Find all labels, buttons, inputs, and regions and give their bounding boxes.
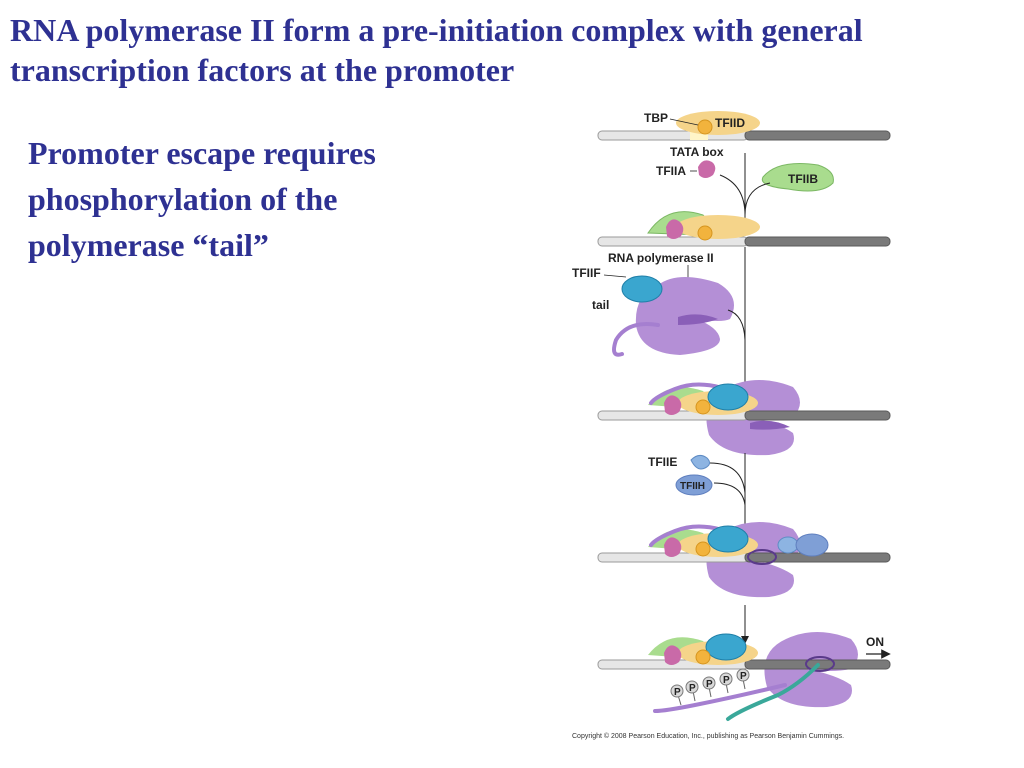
tfiia-label: TFIIA: [656, 164, 686, 178]
tfiih-label: TFIIH: [680, 481, 705, 492]
tfiib-protein-1: [761, 163, 834, 192]
stage-1-tfiid-binding: TBP TFIID TATA box TFIIA TFIIB: [597, 111, 891, 231]
tbp-ball-4: [695, 541, 711, 557]
tfiif-protein-2: [707, 383, 749, 411]
tfiia-protein-5: [664, 645, 682, 665]
tfiie-protein-2: [777, 536, 799, 554]
tfiid-label: TFIID: [715, 116, 745, 130]
dna-bubble-5: [805, 656, 835, 672]
phosphate-circle: [719, 672, 733, 686]
tbp-ball-3: [695, 399, 711, 415]
phosphate-label: P: [689, 683, 696, 694]
tfiif-leader-line: [603, 274, 627, 278]
dna-strand-1-dark: [744, 130, 891, 141]
merge-arrow-1b: [744, 182, 771, 216]
tfiif-protein-4: [705, 633, 747, 661]
phosphate-label: P: [674, 687, 681, 698]
tata-box-region-1: [690, 131, 708, 140]
polymerase-tail-1: [612, 322, 660, 357]
phosphate-circle: [670, 684, 684, 698]
tfiia-protein-1: [698, 160, 716, 178]
phosphate-label: P: [740, 671, 747, 682]
dna-strand-2-dark: [744, 236, 891, 247]
tfiie-label: TFIIE: [648, 455, 677, 469]
merge-arrow-3b: [713, 482, 746, 506]
stage-4-full-preinitiation-complex: [597, 522, 891, 644]
tbp-leader-line: [669, 118, 699, 126]
tfiif-label: TFIIF: [572, 266, 601, 280]
tbp-ball-2: [697, 225, 713, 241]
tfiif-protein-3: [707, 525, 749, 553]
stage-3-polymerase-bound: [597, 380, 891, 539]
tbp-ball-5: [695, 649, 711, 665]
polymerase-recruitment: RNA polymerase II TFIIF tail: [572, 247, 749, 391]
tfiif-protein-1: [621, 275, 663, 303]
phosphorylated-tail: [653, 683, 787, 713]
slide-title: RNA polymerase II form a pre-initiation …: [10, 12, 863, 88]
tfiia-protein-4: [664, 537, 682, 557]
phosphate-circle: [702, 676, 716, 690]
on-label: ON: [866, 635, 884, 649]
tfiih-protein-1: [675, 474, 713, 496]
copyright-notice: Copyright © 2008 Pearson Education, Inc.…: [572, 732, 844, 740]
tfiie-tfiih-recruitment: TFIIE TFIIH: [648, 454, 746, 506]
dna-bubble-4: [747, 549, 777, 565]
phosphate-groups: P P P P P: [670, 668, 750, 706]
phosphate-label: P: [706, 679, 713, 690]
tfiid-blob-2: [676, 215, 760, 239]
tfiib-label: TFIIB: [788, 172, 818, 186]
stage-5-promoter-escape: P P P P P ON: [597, 632, 891, 721]
phosphate-circle: [736, 668, 750, 682]
rna-polymerase-label: RNA polymerase II: [608, 251, 714, 265]
tbp-ball-1: [697, 119, 713, 135]
tail-label: tail: [592, 298, 609, 312]
rna-transcript: [726, 663, 820, 721]
polymerase-cleft-2: [750, 420, 790, 430]
transcription-initiation-diagram: TBP TFIID TATA box TFIIA TFIIB RNA polym…: [572, 111, 891, 740]
polymerase-cleft-1: [678, 314, 718, 325]
tata-box-label: TATA box: [670, 145, 724, 159]
merge-arrow-3a: [709, 462, 746, 494]
phosphate-circle: [685, 680, 699, 694]
dna-strand-3-dark: [744, 410, 891, 421]
stage-2-tfiia-tfiib-bound: [597, 211, 891, 247]
tfiia-protein-2: [666, 219, 684, 239]
tbp-label: TBP: [644, 111, 668, 125]
tfiid-blob-1: [676, 111, 760, 135]
tfiih-protein-2: [795, 533, 829, 557]
phosphate-label: P: [723, 675, 730, 686]
merge-arrow-1: [719, 174, 746, 216]
slide-bullet-text: Promoter escape requires phosphorylation…: [28, 135, 376, 263]
tfiia-protein-3: [664, 395, 682, 415]
tfiie-protein-1: [690, 454, 711, 470]
